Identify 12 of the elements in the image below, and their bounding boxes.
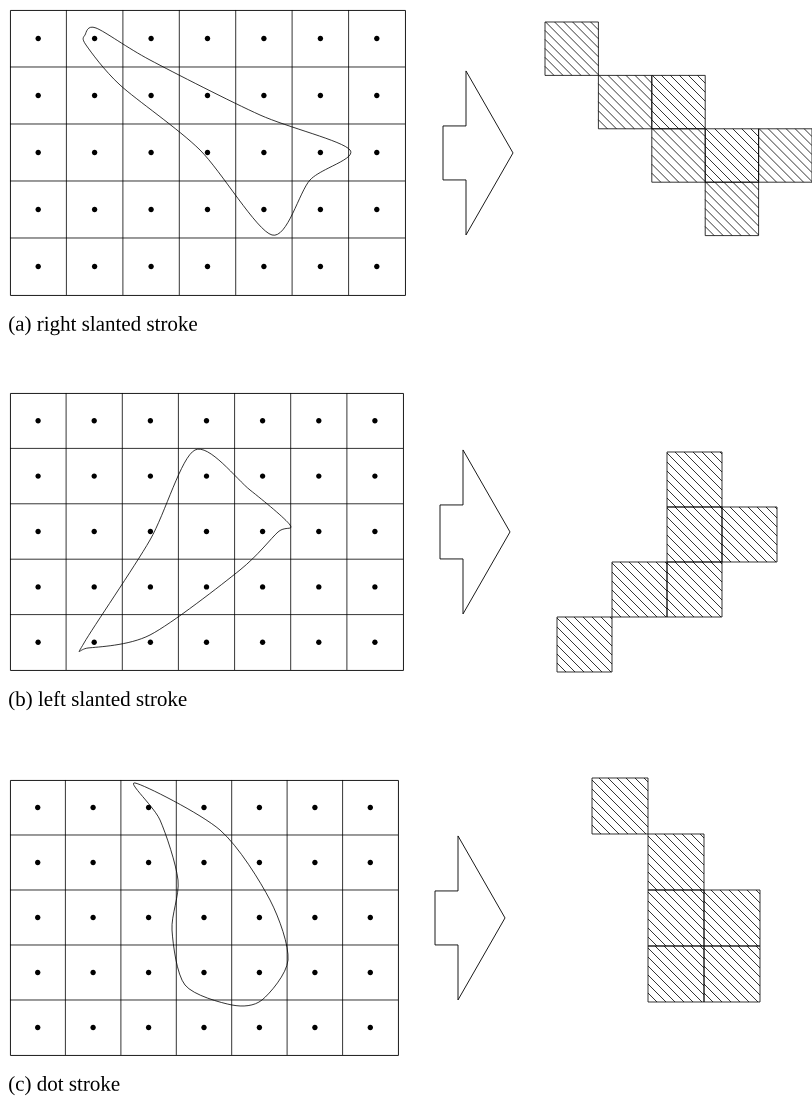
node-label: (a) right slanted stroke [9, 316, 197, 336]
block-arrow [442, 70, 514, 236]
block-arrow [439, 449, 511, 615]
hatched-cells [556, 451, 778, 673]
node-label: (b) left slanted stroke [9, 691, 187, 711]
dot-grid-drawing [9, 392, 404, 671]
hatched-cells [544, 21, 812, 236]
dot-grid-drawing [9, 779, 399, 1056]
dot-grid-drawing [9, 9, 406, 296]
hatched-cells [591, 777, 761, 1003]
node-label: (c) dot stroke [9, 1076, 120, 1096]
block-arrow [434, 835, 506, 1001]
